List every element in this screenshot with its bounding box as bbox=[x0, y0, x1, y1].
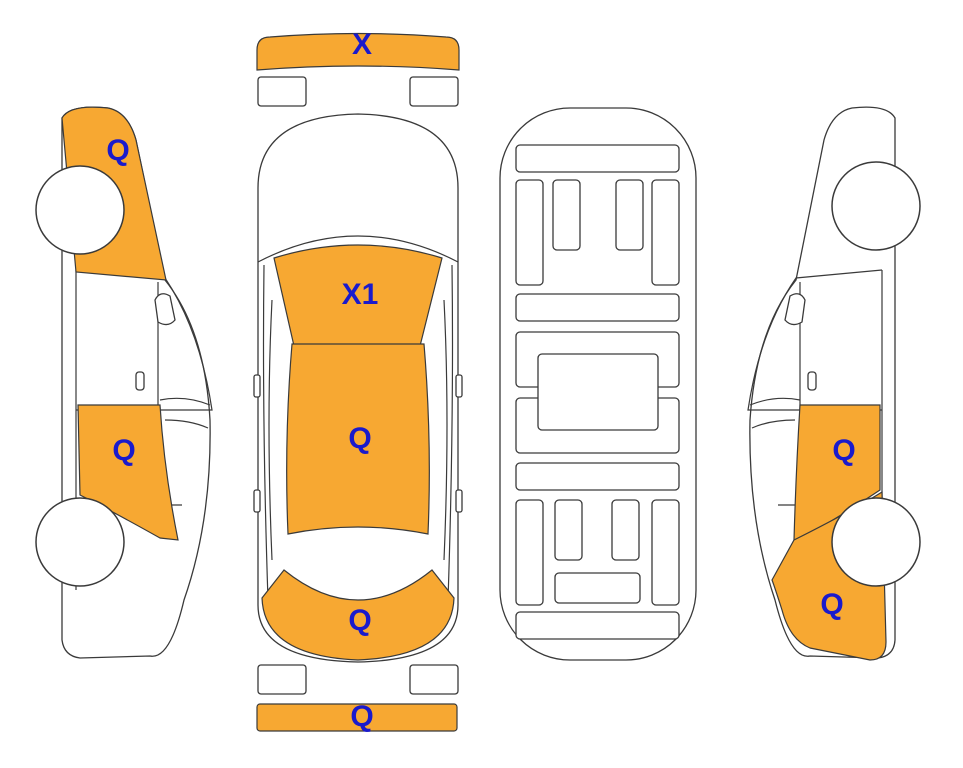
top-view: X X1 Q Q Q bbox=[253, 28, 463, 733]
left-taillight bbox=[257, 664, 307, 695]
right-rear-door-label: Q bbox=[832, 434, 855, 467]
right-rear-quarter-label: Q bbox=[820, 588, 843, 621]
right-side-view: Q Q bbox=[747, 106, 921, 661]
front-bumper-panel[interactable] bbox=[256, 32, 460, 71]
right-taillight bbox=[409, 664, 459, 695]
right-front-wheel bbox=[831, 161, 921, 251]
underside-view bbox=[499, 107, 697, 661]
rear-bumper-panel[interactable] bbox=[256, 703, 458, 732]
right-headlight bbox=[409, 76, 459, 107]
underside-center-plate bbox=[537, 353, 659, 431]
left-rear-door-label: Q bbox=[112, 434, 135, 467]
front-bumper-label: X bbox=[352, 28, 372, 61]
hood-panel[interactable] bbox=[273, 244, 443, 347]
left-headlight bbox=[257, 76, 307, 107]
hood-label: X1 bbox=[342, 278, 379, 311]
left-rear-wheel bbox=[35, 497, 125, 587]
rear-bumper-label: Q bbox=[350, 700, 373, 733]
trunk-label: Q bbox=[348, 604, 371, 637]
left-side-view: Q Q bbox=[35, 106, 213, 659]
trunk-panel[interactable] bbox=[261, 569, 455, 661]
right-rear-wheel bbox=[831, 497, 921, 587]
roof-label: Q bbox=[348, 422, 371, 455]
left-front-fender-label: Q bbox=[106, 134, 129, 167]
left-front-wheel bbox=[35, 165, 125, 255]
roof-panel[interactable] bbox=[286, 343, 430, 535]
